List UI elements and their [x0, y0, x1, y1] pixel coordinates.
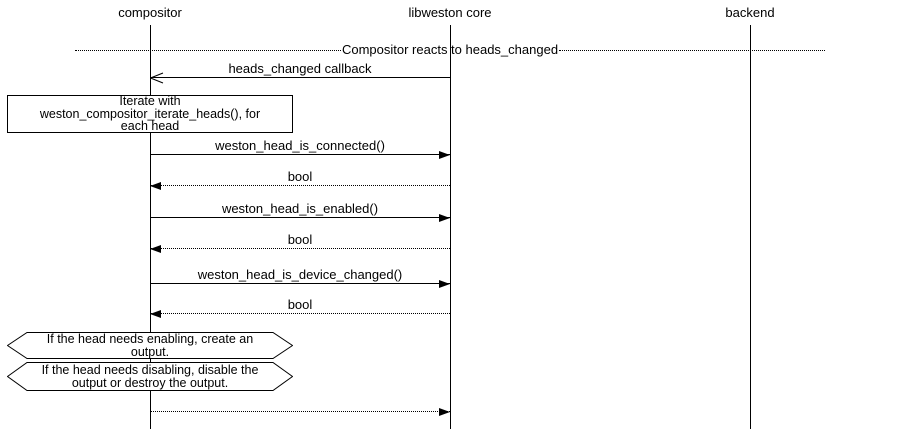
actor-label-compositor: compositor [118, 5, 182, 20]
message-label: bool [287, 169, 313, 184]
message-return-bool-enabled: bool [150, 232, 450, 253]
filled-arrowhead-right-icon [439, 280, 450, 288]
message-heads-changed-callback: heads_changed callback [150, 61, 450, 84]
divider-line-right [559, 49, 826, 51]
message-weston-head-is-connected: weston_head_is_connected() [150, 138, 450, 159]
actor-label-libweston-core: libweston core [408, 5, 492, 20]
filled-arrowhead-left-icon [150, 310, 161, 318]
message-line [150, 283, 450, 284]
message-weston-head-is-enabled: weston_head_is_enabled() [150, 201, 450, 222]
condition-disable-output: If the head needs disabling, disable the… [7, 362, 293, 391]
message-line [150, 217, 450, 218]
divider-label: Compositor reacts to heads_changed [341, 42, 559, 57]
message-line [150, 411, 450, 412]
message-return-bool-device-changed: bool [150, 297, 450, 318]
filled-arrowhead-left-icon [150, 182, 161, 190]
message-line [150, 313, 450, 314]
message-line [150, 185, 450, 186]
message-weston-head-is-device-changed: weston_head_is_device_changed() [150, 267, 450, 288]
condition-text: If the head needs disabling, disable the… [41, 362, 259, 390]
message-label: weston_head_is_connected() [215, 138, 385, 153]
lifeline-backend [750, 25, 751, 429]
message-final-return [150, 395, 450, 416]
message-label: bool [287, 297, 313, 312]
hexagon-shape [7, 332, 293, 359]
lifeline-compositor [150, 25, 151, 429]
message-label: weston_head_is_device_changed() [197, 267, 403, 282]
filled-arrowhead-right-icon [439, 214, 450, 222]
message-label: bool [287, 232, 313, 247]
condition-enable-output: If the head needs enabling, create an ou… [7, 332, 293, 359]
message-label: heads_changed callback [228, 61, 372, 76]
message-line [150, 154, 450, 155]
message-line [150, 248, 450, 249]
filled-arrowhead-left-icon [150, 245, 161, 253]
message-return-bool-connected: bool [150, 169, 450, 190]
hexagon-shape [7, 362, 293, 391]
actor-label-backend: backend [725, 5, 775, 20]
message-label: weston_head_is_enabled() [221, 201, 379, 216]
note-iterate-heads: Iterate with weston_compositor_iterate_h… [7, 95, 293, 133]
note-text: Iterate with weston_compositor_iterate_h… [39, 94, 261, 134]
divider-compositor-reacts: Compositor reacts to heads_changed [75, 42, 826, 57]
filled-arrowhead-right-icon [439, 151, 450, 159]
lifeline-libweston-core [450, 25, 451, 429]
open-arrowhead-left-icon [150, 72, 164, 84]
message-line [150, 77, 450, 78]
divider-line-left [75, 49, 341, 51]
condition-text: If the head needs enabling, create an ou… [46, 331, 254, 359]
filled-arrowhead-right-icon [439, 408, 450, 416]
